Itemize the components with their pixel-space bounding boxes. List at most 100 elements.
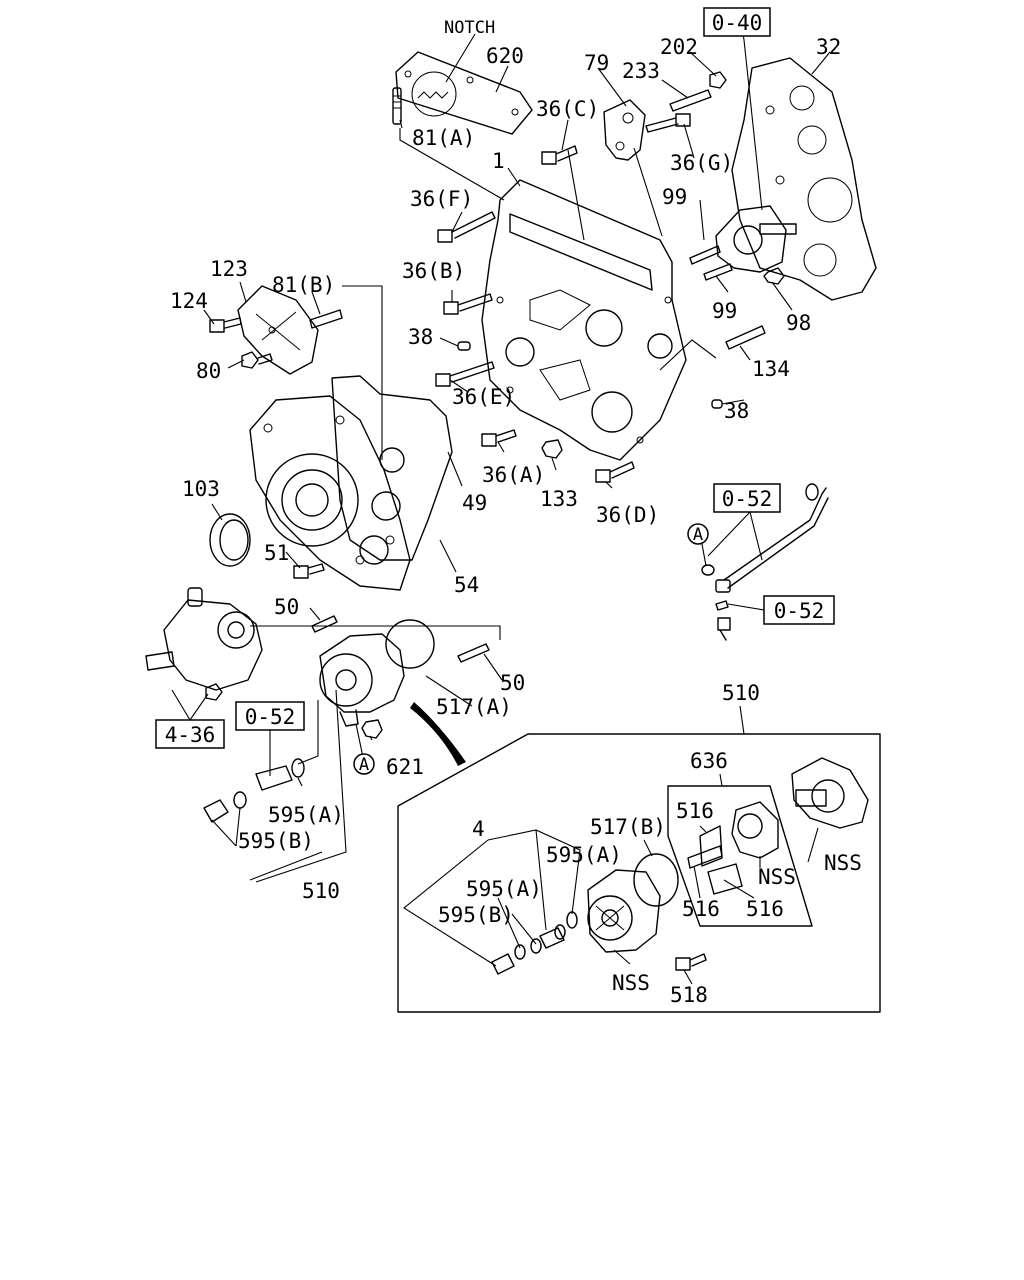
callout-103: 103 xyxy=(182,477,220,501)
detail-box-510 xyxy=(397,733,881,1013)
part-124-bolt xyxy=(209,317,242,333)
ref-box-0-40[interactable]: 0-40 xyxy=(703,7,771,37)
part-620-gasket xyxy=(395,51,533,135)
ref-box-0-52-hose[interactable]: 0-52 xyxy=(713,483,781,513)
ref-label-0-40: 0-40 xyxy=(712,11,763,35)
callout-38-upper: 38 xyxy=(408,325,433,349)
callout-79: 79 xyxy=(584,51,609,75)
leader-lines xyxy=(171,27,831,985)
callout-517b: 517(B) xyxy=(590,815,666,839)
callout-36b: 36(B) xyxy=(402,259,465,283)
part-516-vane-a xyxy=(699,825,723,867)
callout-81a: 81(A) xyxy=(412,126,475,150)
callout-516-right: 516 xyxy=(746,897,784,921)
part-99-stud-lower xyxy=(703,263,733,281)
part-49-gasket xyxy=(331,375,453,561)
part-595a-washer-left xyxy=(233,791,247,809)
circle-mark-a-hose: A xyxy=(687,523,709,545)
part-36f-bolt xyxy=(437,211,496,243)
callout-123: 123 xyxy=(210,257,248,281)
part-99-stud-upper xyxy=(689,245,721,265)
direction-arrow xyxy=(410,702,466,766)
part-621-nut xyxy=(361,719,383,739)
callout-516-left: 516 xyxy=(682,897,720,921)
callout-51: 51 xyxy=(264,541,289,565)
callout-516-top: 516 xyxy=(676,799,714,823)
callout-nss-pump: NSS xyxy=(612,971,650,995)
part-81b-stud xyxy=(309,309,343,329)
part-516-vane-b xyxy=(687,845,723,869)
callout-32: 32 xyxy=(816,35,841,59)
callout-595a-left: 595(A) xyxy=(268,803,344,827)
ref-label-0-52-hose: 0-52 xyxy=(722,487,773,511)
callout-133: 133 xyxy=(540,487,578,511)
part-595a-washer-detail-2 xyxy=(530,938,542,954)
callout-595b-left: 595(B) xyxy=(238,829,314,853)
part-516-vane-c xyxy=(707,863,743,895)
part-vacuum-pump-upper xyxy=(319,619,435,727)
part-436-steering-pump xyxy=(145,587,263,701)
callout-36e: 36(E) xyxy=(452,385,515,409)
callout-nss-rotor: NSS xyxy=(758,865,796,889)
ref-box-4-36[interactable]: 4-36 xyxy=(155,719,225,749)
part-134-stud xyxy=(725,325,766,350)
ref-box-0-52-left[interactable]: 0-52 xyxy=(235,701,305,731)
callout-99-upper: 99 xyxy=(662,185,687,209)
part-1-timing-case xyxy=(481,179,687,461)
callout-labels: NOTCH 620 81(A) 79 202 233 32 36(C) 36(G… xyxy=(170,18,862,1007)
part-36d-bolt xyxy=(595,461,635,483)
callout-54: 54 xyxy=(454,573,479,597)
callout-36d: 36(D) xyxy=(596,503,659,527)
part-98-nut xyxy=(763,267,785,285)
part-052-fitting xyxy=(255,758,305,791)
part-103-seal xyxy=(209,513,251,567)
callout-notch: NOTCH xyxy=(444,18,495,38)
callout-621: 621 xyxy=(386,755,424,779)
part-36b-bolt xyxy=(443,293,493,315)
part-595b-plug-detail xyxy=(491,953,515,975)
callout-636: 636 xyxy=(690,749,728,773)
part-54-front-cover xyxy=(249,395,411,591)
callout-36f: 36(F) xyxy=(410,187,473,211)
part-233-stud xyxy=(669,89,712,112)
callout-80: 80 xyxy=(196,359,221,383)
circle-mark-a-pump-label: A xyxy=(359,755,369,775)
part-50-stud-lower xyxy=(457,643,490,663)
part-123-cover xyxy=(237,285,319,375)
callout-98: 98 xyxy=(786,311,811,335)
callout-202: 202 xyxy=(660,35,698,59)
part-595b-washer-detail xyxy=(514,944,526,960)
part-32-gasket xyxy=(731,57,877,301)
part-517b-oring xyxy=(633,853,679,907)
part-202-nut xyxy=(709,71,727,89)
part-595b-plug-left xyxy=(203,799,229,823)
ref-box-0-52-fitting[interactable]: 0-52 xyxy=(763,595,835,625)
circle-mark-a-pump: A xyxy=(353,753,375,775)
callout-233: 233 xyxy=(622,59,660,83)
part-052-hose xyxy=(701,483,829,641)
part-36e-bolt xyxy=(435,361,495,387)
part-80-bolt xyxy=(241,351,273,369)
callout-1: 1 xyxy=(492,149,505,173)
callout-4: 4 xyxy=(472,817,485,841)
callout-99-lower: 99 xyxy=(712,299,737,323)
ref-label-0-52-left: 0-52 xyxy=(245,705,296,729)
callout-38-lower: 38 xyxy=(724,399,749,423)
callout-36c: 36(C) xyxy=(536,97,599,121)
part-4-fitting xyxy=(539,924,566,949)
part-50-stud-upper xyxy=(311,615,338,633)
callout-nss-housing: NSS xyxy=(824,851,862,875)
callout-81b: 81(B) xyxy=(272,273,335,297)
part-040-assembly xyxy=(715,205,797,273)
callout-595a-detail-2: 595(A) xyxy=(466,877,542,901)
part-38-dowel-upper xyxy=(457,341,471,351)
part-36g-bolt xyxy=(645,113,691,133)
callout-36a: 36(A) xyxy=(482,463,545,487)
part-51-bolt xyxy=(293,563,325,579)
part-595a-washer-detail-1 xyxy=(566,911,578,929)
callout-124: 124 xyxy=(170,289,208,313)
callout-595a-detail-1: 595(A) xyxy=(546,843,622,867)
part-79-bracket xyxy=(603,99,646,161)
callout-595b-detail: 595(B) xyxy=(438,903,514,927)
